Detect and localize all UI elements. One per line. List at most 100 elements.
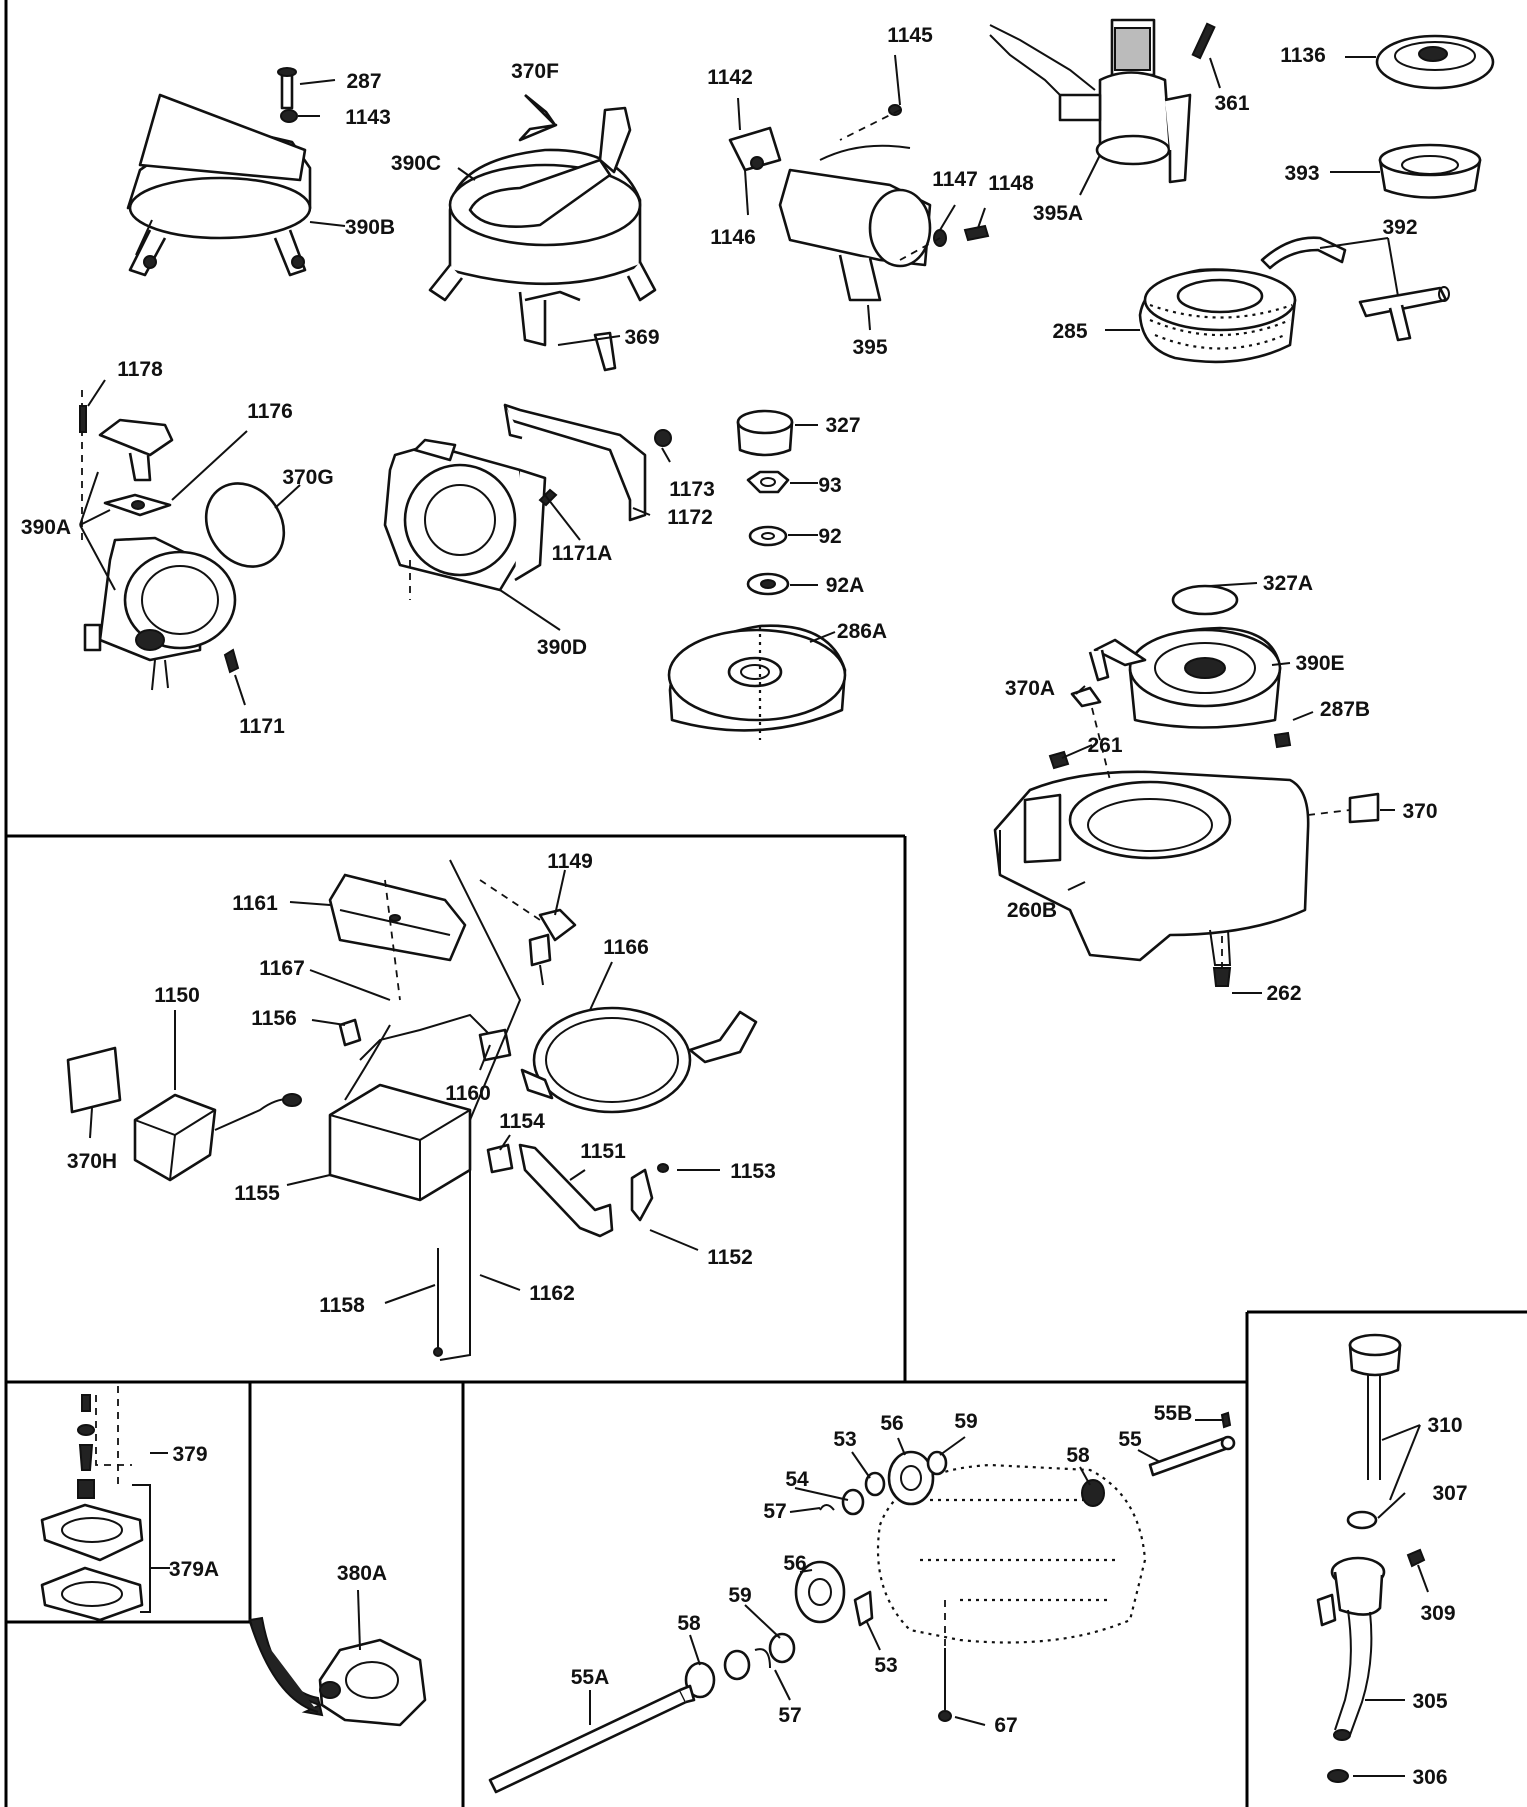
label-93: 93 <box>818 474 841 497</box>
label-287: 287 <box>346 70 381 93</box>
label-285: 285 <box>1052 320 1087 343</box>
starter-motor-395 <box>728 104 990 302</box>
label-390d: 390D <box>537 636 587 659</box>
label-1173: 1173 <box>669 478 715 501</box>
pulley-1136 <box>1375 34 1495 90</box>
label-1153: 1153 <box>730 1160 776 1183</box>
label-370f: 370F <box>511 60 559 83</box>
label-58-lower: 58 <box>677 1612 701 1635</box>
label-1148: 1148 <box>988 172 1034 195</box>
label-67: 67 <box>994 1714 1017 1737</box>
label-370a: 370A <box>1005 677 1055 700</box>
label-305: 305 <box>1412 1690 1447 1713</box>
label-306: 306 <box>1412 1766 1447 1789</box>
bracket-1172 <box>503 403 672 522</box>
label-361: 361 <box>1214 92 1249 115</box>
rewind-starter-390c <box>428 93 657 372</box>
label-1171a: 1171A <box>552 542 613 565</box>
label-1142: 1142 <box>707 66 753 89</box>
label-310: 310 <box>1427 1414 1462 1437</box>
tool-392 <box>1260 236 1450 342</box>
label-390b: 390B <box>345 216 395 239</box>
label-286a: 286A <box>837 620 887 643</box>
label-92: 92 <box>818 525 841 548</box>
label-327: 327 <box>825 414 860 437</box>
label-1143: 1143 <box>345 106 391 129</box>
label-1161: 1161 <box>232 892 278 915</box>
label-1166: 1166 <box>603 936 649 959</box>
oil-fill-assembly <box>1316 1333 1426 1783</box>
label-1156: 1156 <box>251 1007 297 1030</box>
label-379: 379 <box>172 1443 207 1466</box>
label-1155: 1155 <box>234 1182 280 1205</box>
label-261: 261 <box>1087 734 1122 757</box>
label-92a: 92A <box>826 574 865 597</box>
label-307: 307 <box>1432 1482 1467 1505</box>
label-56-lower: 56 <box>783 1552 806 1575</box>
label-370g: 370G <box>282 466 333 489</box>
rewind-starter-390a <box>79 390 240 691</box>
flywheel-286a <box>667 624 847 740</box>
label-390e: 390E <box>1295 652 1344 675</box>
label-309: 309 <box>1420 1602 1455 1625</box>
label-1152: 1152 <box>707 1246 753 1269</box>
label-1160: 1160 <box>445 1082 491 1105</box>
label-53-upper: 53 <box>833 1428 856 1451</box>
label-390c: 390C <box>391 152 441 175</box>
label-59-lower: 59 <box>728 1584 751 1607</box>
section-borders <box>4 0 1527 1807</box>
label-1172: 1172 <box>667 506 713 529</box>
label-1150: 1150 <box>154 984 200 1007</box>
part-labels: 287 1143 390B 370F 390C 369 1142 1145 11… <box>21 24 1468 1789</box>
starter-395a <box>989 18 1216 184</box>
label-1145: 1145 <box>887 24 933 47</box>
label-1136: 1136 <box>1280 44 1326 67</box>
cup-393 <box>1378 143 1482 199</box>
label-57-lower: 57 <box>778 1704 801 1727</box>
blower-housing-260b <box>993 686 1380 987</box>
label-1167: 1167 <box>259 957 305 980</box>
label-55a: 55A <box>571 1666 610 1689</box>
label-1176: 1176 <box>247 400 293 423</box>
label-1151: 1151 <box>580 1140 626 1163</box>
label-1149: 1149 <box>547 850 593 873</box>
drive-assembly <box>488 1411 1236 1794</box>
carburetor-kit <box>40 1386 427 1727</box>
nut-washer-stack <box>736 409 794 596</box>
label-393: 393 <box>1284 162 1319 185</box>
label-1147: 1147 <box>932 168 978 191</box>
label-379a: 379A <box>169 1558 219 1581</box>
label-53-lower: 53 <box>874 1654 897 1677</box>
label-1158: 1158 <box>319 1294 365 1317</box>
label-370: 370 <box>1402 800 1437 823</box>
label-55b: 55B <box>1154 1402 1193 1425</box>
electric-start-kit <box>66 859 758 1361</box>
label-287b: 287B <box>1320 698 1370 721</box>
label-370h: 370H <box>67 1150 117 1173</box>
label-1154: 1154 <box>499 1110 545 1133</box>
label-390a: 390A <box>21 516 71 539</box>
label-55: 55 <box>1118 1428 1142 1451</box>
label-56-upper: 56 <box>880 1412 903 1435</box>
label-1178: 1178 <box>117 358 163 381</box>
label-262: 262 <box>1266 982 1301 1005</box>
label-327a: 327A <box>1263 572 1313 595</box>
label-54: 54 <box>785 1468 809 1491</box>
decal-370g <box>204 482 286 568</box>
label-1162: 1162 <box>529 1282 575 1305</box>
label-380a: 380A <box>337 1562 387 1585</box>
rewind-starter-390e <box>1088 584 1282 729</box>
label-392: 392 <box>1382 216 1417 239</box>
label-58-upper: 58 <box>1066 1444 1090 1467</box>
label-59-upper: 59 <box>954 1410 977 1433</box>
label-369: 369 <box>624 326 659 349</box>
label-1146: 1146 <box>710 226 756 249</box>
leader-lines <box>79 54 1429 1777</box>
label-260b: 260B <box>1007 899 1057 922</box>
label-395: 395 <box>852 336 887 359</box>
rewind-starter-390d <box>383 438 547 600</box>
label-57-upper: 57 <box>763 1500 786 1523</box>
rotating-screen-285 <box>1138 268 1297 364</box>
label-395a: 395A <box>1033 202 1083 225</box>
